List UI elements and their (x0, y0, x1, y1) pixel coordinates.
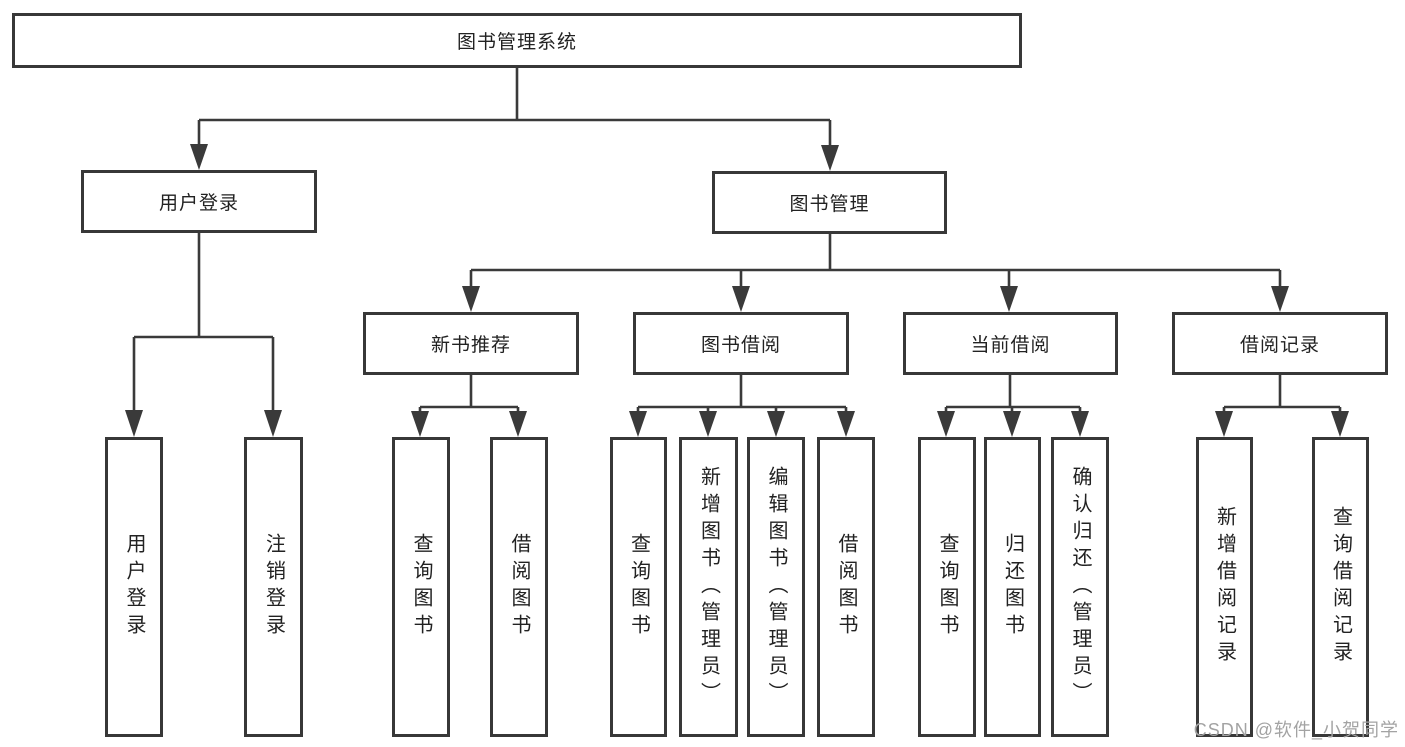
node-label: 用户登录 (123, 533, 145, 641)
node-label: 当前借阅 (970, 335, 1051, 356)
leaf-edit-book-admin: 编辑图书（管理员） (747, 437, 805, 737)
node-label: 借阅图书 (835, 533, 857, 641)
leaf-borrow-books-recommend: 借阅图书 (490, 437, 548, 737)
node-library-management-system: 图书管理系统 (12, 13, 1022, 68)
leaf-confirm-return-admin: 确认归还（管理员） (1051, 437, 1109, 737)
node-label: 编辑图书（管理员） (765, 465, 787, 709)
leaf-add-borrow-record: 新增借阅记录 (1196, 437, 1253, 737)
leaf-add-book-admin: 新增图书（管理员） (679, 437, 738, 737)
node-label: 查询借阅记录 (1329, 506, 1352, 668)
node-label: 新增借阅记录 (1213, 506, 1236, 668)
leaf-query-borrow-record: 查询借阅记录 (1312, 437, 1369, 737)
watermark: CSDN @软件_小贺同学 (1193, 720, 1399, 740)
node-label: 新增图书（管理员） (697, 465, 720, 709)
node-label: 图书管理 (789, 194, 870, 215)
leaf-borrow-books: 借阅图书 (817, 437, 875, 737)
node-user-login: 用户登录 (81, 170, 317, 233)
node-borrow-records: 借阅记录 (1172, 312, 1388, 375)
node-label: 查询图书 (936, 533, 958, 641)
leaf-user-login: 用户登录 (105, 437, 163, 737)
leaf-query-books-borrow: 查询图书 (610, 437, 667, 737)
node-label: 注销登录 (262, 533, 285, 641)
node-label: 归还图书 (1001, 533, 1024, 641)
node-label: 新书推荐 (430, 335, 511, 356)
node-label: 借阅记录 (1239, 335, 1320, 356)
leaf-query-books-recommend: 查询图书 (392, 437, 450, 737)
node-book-borrow: 图书借阅 (633, 312, 849, 375)
node-current-borrow: 当前借阅 (903, 312, 1118, 375)
node-new-book-recommend: 新书推荐 (363, 312, 579, 375)
leaf-query-books-current: 查询图书 (918, 437, 976, 737)
node-label: 查询图书 (627, 533, 650, 641)
leaf-return-book: 归还图书 (984, 437, 1041, 737)
node-label: 图书借阅 (700, 335, 781, 356)
node-label: 图书管理系统 (456, 32, 577, 53)
node-label: 确认归还（管理员） (1069, 465, 1091, 709)
node-label: 用户登录 (158, 193, 239, 214)
leaf-logout: 注销登录 (244, 437, 303, 737)
node-label: 借阅图书 (508, 533, 530, 641)
node-label: 查询图书 (410, 533, 432, 641)
node-book-management: 图书管理 (712, 171, 947, 234)
